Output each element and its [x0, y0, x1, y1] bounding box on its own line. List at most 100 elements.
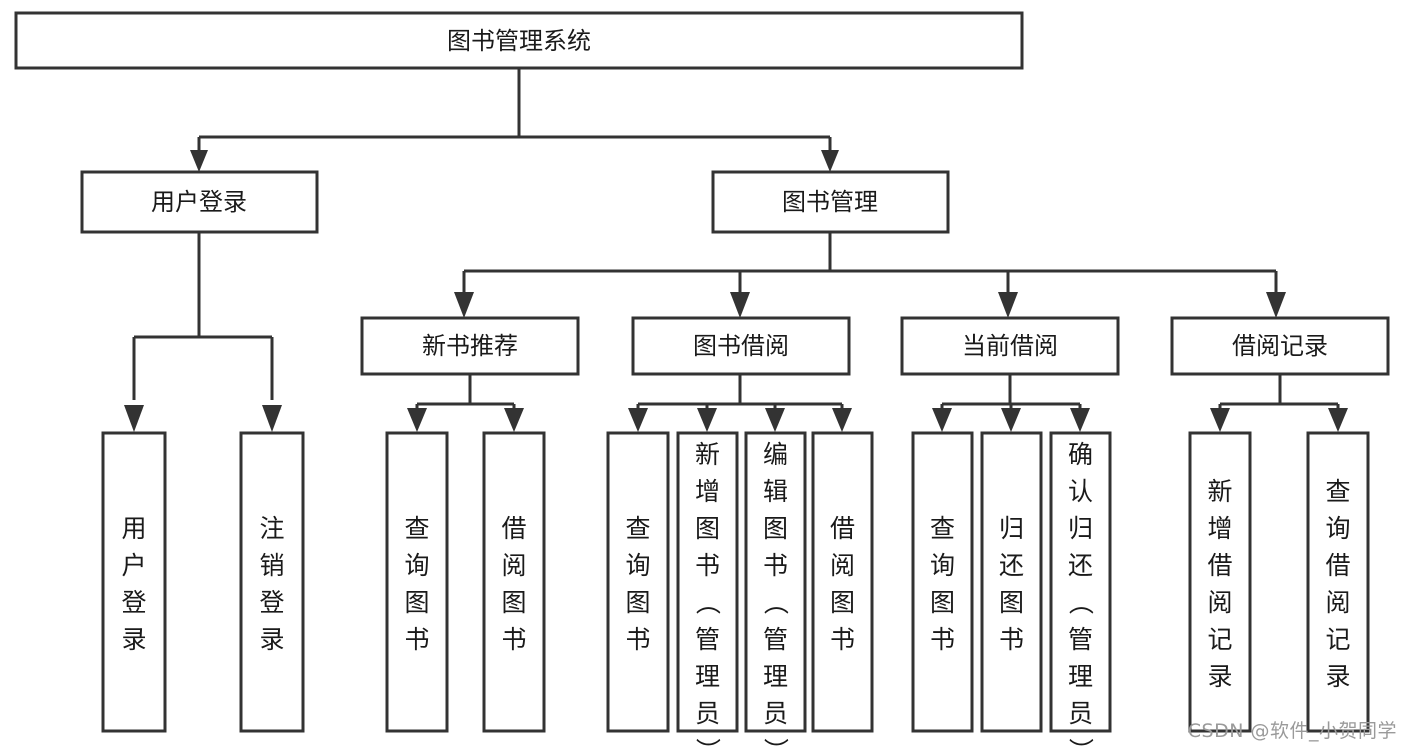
- leaf-label-10-char-6: 理: [1068, 662, 1093, 691]
- leaf-label-5-char-7: 员: [695, 699, 720, 728]
- leaf-label-2-char-1: 询: [404, 551, 429, 580]
- leaf-label-10-char-8: ）: [1066, 738, 1095, 747]
- leaf-label-12-char-2: 借: [1325, 551, 1350, 580]
- leaf-box-2[interactable]: [385, 431, 449, 733]
- leaf-label-5-char-2: 图: [695, 514, 720, 543]
- leaf-label-12-char-0: 查: [1325, 477, 1350, 506]
- arrow-head-module-2: [998, 292, 1018, 318]
- node-root-box[interactable]: [14, 11, 1024, 70]
- arrow-head-leaf-3: [504, 408, 524, 432]
- leaf-label-5-char-1: 增: [695, 477, 720, 506]
- node-module-new-book-box[interactable]: [360, 316, 580, 376]
- leaf-label-9-char-2: 图: [999, 588, 1024, 617]
- node-module-current-borrow-box[interactable]: [900, 316, 1120, 376]
- leaf-box-0[interactable]: [101, 431, 167, 733]
- leaf-label-0: 用户登录: [121, 514, 146, 654]
- leaf-label-3-char-3: 书: [501, 625, 526, 654]
- csdn-watermark: CSDN @软件_小贺同学: [1187, 720, 1397, 742]
- leaf-label-2-char-2: 图: [404, 588, 429, 617]
- leaf-label-3-char-2: 图: [501, 588, 526, 617]
- leaf-label-5-char-0: 新: [695, 440, 720, 469]
- node-user-login[interactable]: 用户登录: [80, 170, 319, 234]
- leaf-box-7[interactable]: [811, 431, 874, 733]
- leaf-text-layer: 用户登录注销登录查询图书借阅图书查询图书新增图书（管理员）编辑图书（管理员）借阅…: [121, 440, 1350, 747]
- node-user-login-label: 用户登录: [151, 188, 247, 216]
- leaf-label-1-char-2: 登: [259, 588, 284, 617]
- node-book-manage-box[interactable]: [711, 170, 950, 234]
- leaf-label-8-char-1: 询: [930, 551, 955, 580]
- node-module-new-book[interactable]: 新书推荐: [360, 316, 580, 376]
- node-module-borrow-label: 图书借阅: [693, 332, 789, 360]
- leaf-label-10-char-4: （: [1066, 590, 1095, 615]
- leaf-label-6-char-1: 辑: [763, 477, 788, 506]
- leaf-label-11-char-2: 借: [1207, 551, 1232, 580]
- leaf-label-4-char-1: 询: [625, 551, 650, 580]
- leaf-label-6-char-3: 书: [763, 551, 788, 580]
- leaf-label-11-char-5: 录: [1207, 662, 1232, 691]
- leaf-box-9[interactable]: [980, 431, 1043, 733]
- arrow-head-module-3: [1266, 292, 1286, 318]
- leaf-label-11-char-1: 增: [1207, 514, 1232, 543]
- leaf-label-9-char-3: 书: [999, 625, 1024, 654]
- arrow-head-leaf-10: [1070, 408, 1090, 432]
- leaf-node-group: [101, 431, 1370, 733]
- leaf-label-12-char-3: 阅: [1325, 588, 1350, 617]
- arrow-head-leaf-1: [262, 405, 282, 432]
- leaf-label-3-char-1: 阅: [501, 551, 526, 580]
- arrow-head-module-0: [454, 292, 474, 318]
- node-user-login-box[interactable]: [80, 170, 319, 234]
- leaf-label-5-char-3: 书: [695, 551, 720, 580]
- node-module-current-borrow-label: 当前借阅: [962, 332, 1058, 360]
- node-module-borrow-record-box[interactable]: [1170, 316, 1390, 376]
- leaf-label-6-char-2: 图: [763, 514, 788, 543]
- node-book-manage[interactable]: 图书管理: [711, 170, 950, 234]
- leaf-box-12[interactable]: [1306, 431, 1370, 733]
- node-module-borrow-box[interactable]: [631, 316, 851, 376]
- leaf-label-1-char-0: 注: [259, 514, 284, 543]
- leaf-box-3[interactable]: [482, 431, 546, 733]
- leaf-label-2-char-0: 查: [404, 514, 429, 543]
- leaf-label-4-char-3: 书: [625, 625, 650, 654]
- leaf-label-10-char-3: 还: [1068, 551, 1093, 580]
- leaf-label-8-char-3: 书: [930, 625, 955, 654]
- leaf-label-11-char-4: 记: [1207, 625, 1232, 654]
- leaf-label-0-char-1: 户: [121, 551, 146, 580]
- leaf-label-5-char-5: 管: [695, 625, 720, 654]
- arrow-head-module-1: [730, 292, 750, 318]
- connector-group: [124, 68, 1348, 432]
- leaf-label-11-char-3: 阅: [1207, 588, 1232, 617]
- arrow-head-user-login: [190, 150, 208, 172]
- leaf-label-3-char-0: 借: [501, 514, 526, 543]
- node-root[interactable]: 图书管理系统: [14, 11, 1024, 70]
- leaf-box-5[interactable]: [676, 431, 739, 733]
- leaf-label-5-char-4: （: [693, 590, 722, 615]
- leaf-label-7-char-3: 书: [830, 625, 855, 654]
- leaf-box-10[interactable]: [1049, 431, 1112, 733]
- leaf-box-1[interactable]: [239, 431, 305, 733]
- leaf-box-4[interactable]: [606, 431, 670, 733]
- leaf-label-8-char-0: 查: [930, 514, 955, 543]
- leaf-label-1-char-1: 销: [259, 551, 284, 580]
- leaf-box-8[interactable]: [911, 431, 974, 733]
- arrow-head-leaf-8: [932, 408, 952, 432]
- leaf-label-2-char-3: 书: [404, 625, 429, 654]
- leaf-box-11[interactable]: [1188, 431, 1252, 733]
- arrow-head-book-manage: [821, 150, 839, 172]
- node-module-borrow-record[interactable]: 借阅记录: [1170, 316, 1390, 376]
- leaf-box-6[interactable]: [744, 431, 807, 733]
- leaf-label-4-char-2: 图: [625, 588, 650, 617]
- node-module-borrow[interactable]: 图书借阅: [631, 316, 851, 376]
- node-module-current-borrow[interactable]: 当前借阅: [900, 316, 1120, 376]
- leaf-label-10-char-1: 认: [1068, 477, 1093, 506]
- leaf-label-6-char-6: 理: [763, 662, 788, 691]
- leaf-label-6-char-5: 管: [763, 625, 788, 654]
